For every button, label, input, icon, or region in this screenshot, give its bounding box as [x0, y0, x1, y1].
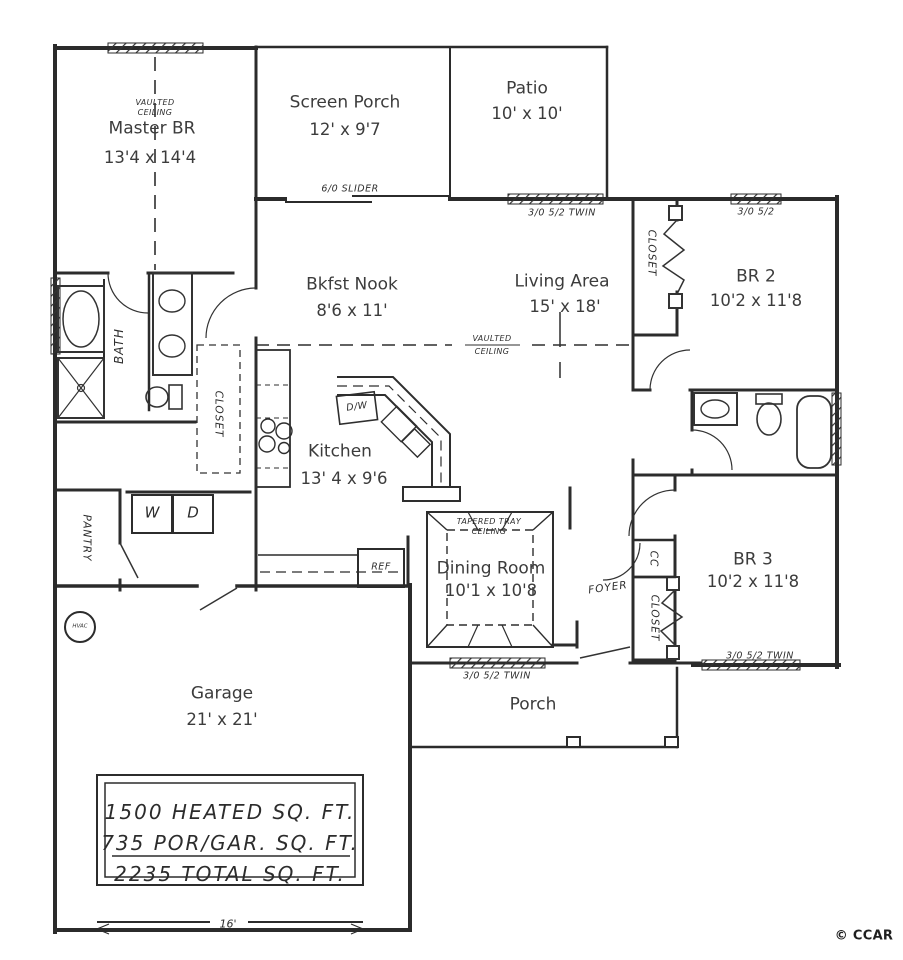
br2-label: BR 2: [736, 266, 776, 287]
br3-dims: 10'2 x 11'8: [706, 571, 800, 591]
dryer-label: D: [187, 503, 199, 522]
windows: [50, 42, 842, 671]
sqft-porch-garage: 735 POR/GAR. SQ. FT.: [101, 831, 359, 855]
dining-room-label: Dining Room: [436, 558, 546, 579]
ceiling-lines: [154, 57, 633, 378]
door-swings: [107, 272, 733, 659]
laundry-ref: [131, 494, 405, 588]
master-br-dims: 13'4 x 14'4: [103, 147, 197, 167]
master-vaulted-line2: CEILING: [137, 108, 173, 117]
master-vaulted-line1: VAULTED: [135, 98, 175, 107]
dining-tray-line1: TAPERED TRAY: [456, 517, 522, 526]
closet-zigzags: [659, 205, 686, 660]
kitchen-dims: 13' 4 x 9'6: [300, 468, 388, 488]
slider-window-label: 6/0 SLIDER: [321, 183, 379, 195]
kitchen-counter: [255, 349, 461, 502]
br2-closet-label: CLOSET: [645, 229, 658, 277]
master-bath-fixtures: [57, 272, 193, 419]
master-closet: [196, 344, 241, 474]
living-area-dims: 15' x 18': [529, 296, 601, 316]
cc-closet-label: CC: [647, 550, 660, 568]
garage-dims: 21' x 21': [186, 709, 258, 729]
patio-dims: 10' x 10': [491, 103, 563, 123]
br3-closet-label: CLOSET: [648, 594, 661, 642]
master-closet-label: CLOSET: [212, 390, 225, 438]
slider-door: [285, 195, 450, 203]
sqft-box: [96, 774, 364, 886]
porch-label: Porch: [509, 694, 557, 715]
sqft-total: 2235 TOTAL SQ. FT.: [114, 862, 346, 886]
garage-door-dimension: [80, 921, 365, 935]
living-vaulted-line1: VAULTED: [472, 334, 512, 343]
br3-label: BR 3: [733, 549, 773, 570]
living-twin-window-label: 3/0 5/2 TWIN: [528, 207, 596, 219]
living-vaulted-line2: CEILING: [474, 347, 510, 356]
master-br-label: Master BR: [108, 118, 196, 139]
pantry-label: PANTRY: [80, 514, 93, 562]
bkfst-nook-label: Bkfst Nook: [306, 274, 398, 295]
bkfst-nook-dims: 8'6 x 11': [316, 300, 388, 320]
screen-porch-dims: 12' x 9'7: [309, 119, 381, 139]
dining-room-dims: 10'1 x 10'8: [444, 580, 538, 600]
cc-closet-box: [631, 538, 677, 579]
hvac-unit: [64, 611, 96, 643]
sqft-heated: 1500 HEATED SQ. FT.: [104, 800, 356, 824]
refrigerator-label: REF: [371, 561, 391, 573]
screen-porch-label: Screen Porch: [289, 92, 401, 113]
hall-bath-fixtures: [693, 392, 832, 469]
living-area-label: Living Area: [514, 271, 610, 292]
porch-posts: [566, 736, 679, 748]
bath-label: BATH: [112, 328, 126, 364]
patio-label: Patio: [506, 78, 548, 99]
dining-twin-window-label: 3/0 5/2 TWIN: [463, 670, 531, 682]
br2-dims: 10'2 x 11'8: [709, 290, 803, 310]
hvac-label: HVAC: [72, 623, 88, 630]
br2-window-label: 3/0 5/2: [737, 206, 775, 218]
br3-twin-window-label: 3/0 5/2 TWIN: [726, 650, 794, 662]
copyright-notice: © CCAR: [834, 928, 894, 944]
washer-label: W: [144, 503, 160, 522]
dining-tray: [426, 511, 554, 648]
garage-door-width: 16': [219, 917, 237, 931]
dining-tray-line2: CEILING: [471, 527, 507, 536]
garage-label: Garage: [190, 683, 254, 704]
kitchen-label: Kitchen: [308, 441, 372, 462]
